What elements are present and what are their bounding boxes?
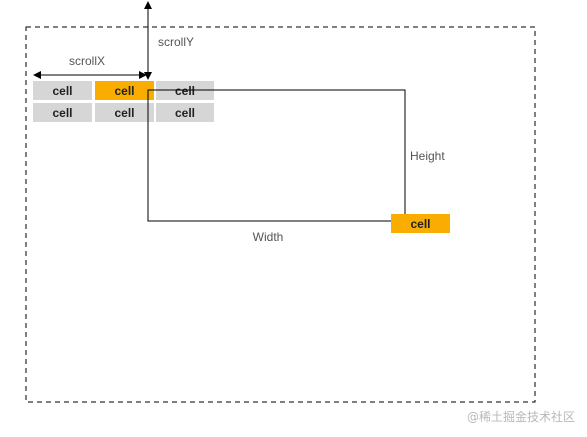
grid-cell-label: cell xyxy=(175,84,195,98)
grid-cell-label: cell xyxy=(175,106,195,120)
grid-cell-r1-c0 xyxy=(33,103,92,122)
content-area-dashed-border xyxy=(25,26,536,403)
scroll-x-label: scrollX xyxy=(69,54,105,68)
width-label: Width xyxy=(253,230,284,244)
grid-cell-r0-c1 xyxy=(95,81,154,100)
grid-cell-label: cell xyxy=(114,84,134,98)
grid-cell-r0-c0 xyxy=(33,81,92,100)
target-cell xyxy=(391,214,450,233)
grid-cell-label: cell xyxy=(52,84,72,98)
grid-cell-label: cell xyxy=(114,106,134,120)
viewport-rectangle xyxy=(147,89,406,222)
grid-cell-r1-c2 xyxy=(156,103,214,122)
height-label: Height xyxy=(410,149,445,163)
grid-cell-r1-c1 xyxy=(95,103,154,122)
scroll-y-label: scrollY xyxy=(158,35,194,49)
target-cell-label: cell xyxy=(410,217,430,231)
cell-grid: cell cell cell cell cell cell xyxy=(33,81,214,122)
watermark-text: @稀土掘金技术社区 xyxy=(467,409,575,424)
grid-cell-label: cell xyxy=(52,106,72,120)
